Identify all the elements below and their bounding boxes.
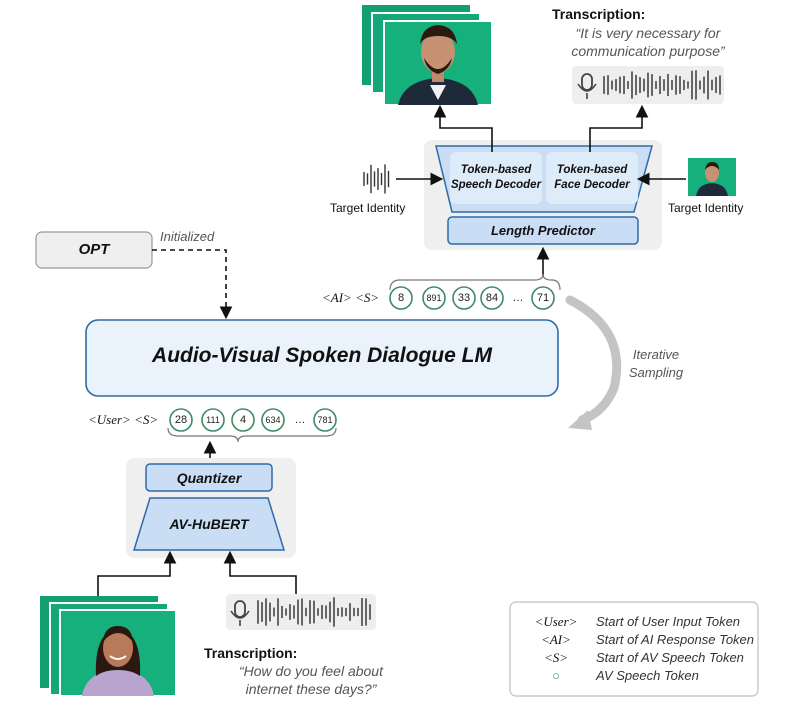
legend-row-token: ○ AV Speech Token [510,668,750,686]
legend-value: AV Speech Token [596,668,699,683]
target-identity-right-label: Target Identity [668,201,744,215]
face-decoder-label: Token-based Face Decoder [542,163,642,193]
quantizer-label: Quantizer [176,470,242,486]
legend-key: <S> [543,650,569,665]
speech-decoder-box [450,152,542,204]
face-decoder-line1: Token-based [556,164,628,176]
iterative-sampling-line2: Sampling [628,365,684,380]
input-transcription-text: “How do you feel about internet these da… [216,662,406,698]
ai-token-circle [531,286,555,310]
legend-row-s: <S> Start of AV Speech Token [510,650,750,668]
ai-token-label: 84 [486,292,498,304]
legend-value: Start of User Input Token [596,614,741,629]
ai-token-circle [422,286,446,310]
iterative-sampling-line1: Iterative [632,347,680,362]
user-token-label: 781 [317,415,332,425]
legend-value: Start of AV Speech Token [596,650,744,665]
ai-ellipsis: … [513,292,524,304]
waveform-icon [257,597,371,627]
av-hubert-trapezoid [132,497,286,551]
ai-token-circle [480,286,504,310]
legend-box [509,601,759,697]
output-transcription-line1: “It is very necessary for [575,25,721,41]
target-identity-left-label: Target Identity [330,201,406,215]
iterative-sampling-arrow [565,295,622,430]
ai-token-label: 71 [537,292,549,304]
output-transcription-text: “It is very necessary for communication … [540,24,756,60]
target-identity-waveform-icon [363,164,390,194]
user-token-circle [169,408,193,432]
legend-row-user: <User> Start of User Input Token [510,614,750,632]
arrow-face-to-audio [589,104,649,152]
user-token-label: 111 [206,415,220,425]
output-person-image [398,25,478,105]
speech-decoder-label: Token-based Speech Decoder [446,163,546,193]
legend-key: <User> [534,614,578,629]
arrow-opt-initialized [152,249,233,320]
legend-key: <AI> [541,632,571,647]
ai-token-label: 8 [398,292,404,304]
main-lm-box [85,319,559,397]
speech-decoder-line2: Speech Decoder [450,179,542,191]
legend-row-ai: <AI> Start of AI Response Token [510,632,754,650]
length-predictor-box [447,216,639,245]
output-video-stack [362,5,493,106]
user-token-circle [231,408,255,432]
user-token-label: 4 [240,414,246,426]
input-transcription-label: Transcription: [204,645,298,661]
main-lm-label: Audio-Visual Spoken Dialogue LM [152,344,492,367]
ai-token-circle [452,286,476,310]
user-token-brace [167,427,337,443]
ai-token-brace [389,273,561,291]
arrow-video-to-encoder [97,550,177,598]
input-video-stack [40,596,177,697]
microphone-icon [577,73,597,99]
output-transcription-line2: communication purpose” [571,43,725,59]
ai-token-group: 8 891 33 84 … 71 [389,286,555,310]
input-audio-box [226,594,376,630]
user-ellipsis: … [295,414,306,426]
ai-token-prefix: <AI> <S> [322,290,380,305]
user-token-label: 634 [265,415,280,425]
user-token-prefix: <User> <S> [88,412,159,427]
legend-token-circle-icon: ○ [552,668,560,683]
target-identity-face-image [688,158,736,196]
input-person-image [82,626,154,696]
legend: <User> Start of User Input Token <AI> St… [510,614,758,694]
length-predictor-label: Length Predictor [490,223,595,238]
face-decoder-line2: Face Decoder [554,179,630,191]
microphone-icon [230,600,250,626]
user-token-circle [261,408,285,432]
output-audio-box [572,66,724,104]
arrow-speech-to-video [433,104,493,152]
user-token-circle [313,408,337,432]
speech-decoder-line1: Token-based [460,164,532,176]
waveform-icon [603,70,721,100]
quantizer-box [145,463,273,492]
av-hubert-label: AV-HuBERT [169,516,249,532]
legend-value: Start of AI Response Token [596,632,755,647]
output-transcription-label: Transcription: [552,6,646,22]
face-decoder-box [546,152,638,204]
opt-label: OPT [78,241,110,258]
user-token-group: 28 111 4 634 … 781 [169,408,337,432]
ai-token-label: 33 [458,292,470,304]
input-transcription-line1: “How do you feel about [239,663,383,679]
iterative-sampling-label: Iterative Sampling [606,346,706,382]
user-token-label: 28 [175,414,187,426]
ai-token-label: 891 [426,293,441,303]
ai-token-circle [389,286,413,310]
arrow-audio-to-encoder [223,550,297,596]
initialized-label: Initialized [160,229,215,244]
input-transcription-line2: internet these days?” [245,681,377,697]
user-token-circle [201,408,225,432]
